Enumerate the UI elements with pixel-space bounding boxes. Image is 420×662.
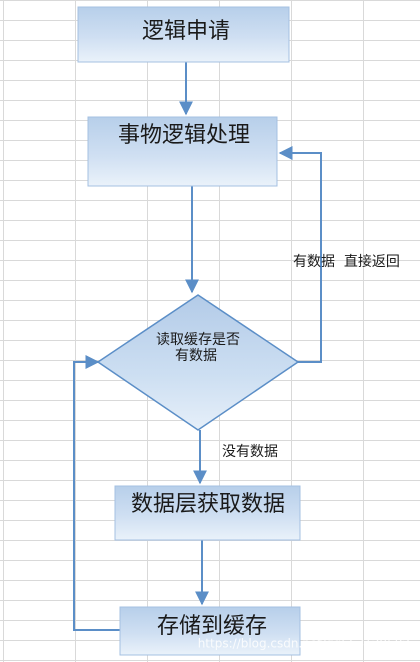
node-business-logic: 事物逻辑处理 (87, 116, 278, 187)
node-decision-label-line1: 读取缓存是否 (156, 331, 240, 348)
node-logic-request: 逻辑申请 (77, 6, 290, 63)
edge-decision-to-logic-return (278, 146, 322, 363)
node-data-layer-label: 数据层获取数据 (131, 492, 285, 517)
edge-store-to-decision (73, 355, 120, 631)
watermark: https://blog.csdn.net/qq563129582 (198, 637, 410, 651)
node-business-logic-label: 事物逻辑处理 (118, 123, 250, 148)
node-decision: 读取缓存是否 有数据 (96, 294, 300, 431)
node-logic-request-label: 逻辑申请 (142, 19, 230, 44)
edge-label-no-data: 没有数据 (222, 444, 278, 460)
node-decision-label-line2: 有数据 (175, 348, 217, 364)
edges (73, 62, 322, 631)
node-store-cache-label: 存储到缓存 (157, 614, 267, 639)
edge-label-has-data-return: 有数据 直接返回 (293, 253, 400, 270)
node-data-layer: 数据层获取数据 (114, 485, 301, 541)
node-store-cache: 存储到缓存 (119, 606, 301, 656)
